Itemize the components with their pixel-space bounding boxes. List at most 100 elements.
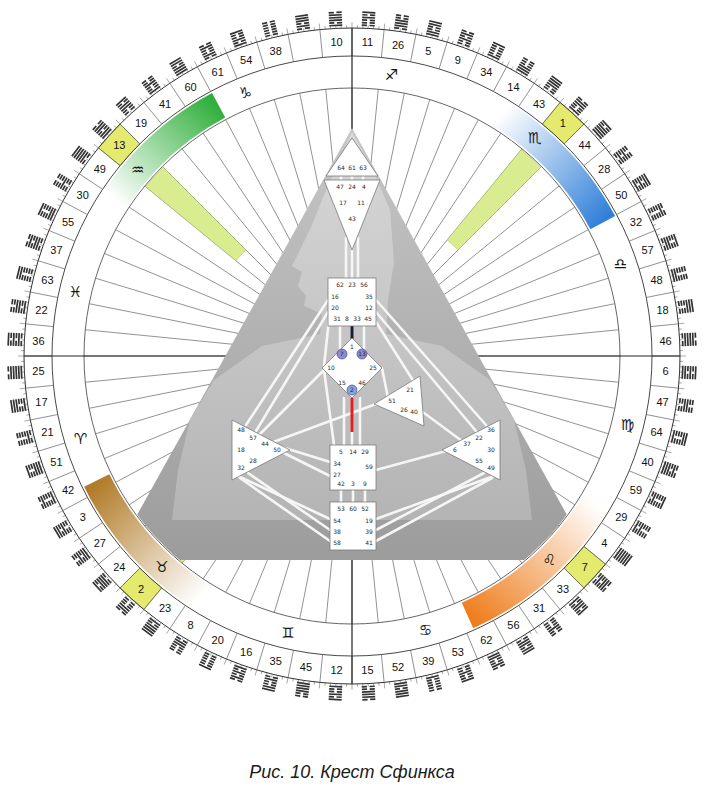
hexagram-line	[230, 29, 243, 35]
hexagram-line	[18, 267, 23, 280]
center-gate-number: 19	[365, 518, 373, 524]
center-gate-number: 40	[410, 409, 418, 415]
hexagram-line	[297, 28, 302, 30]
degree-tick	[674, 420, 680, 421]
channel-line	[364, 490, 367, 502]
hexagram-line	[231, 37, 236, 40]
hexagram-line	[15, 366, 17, 379]
channel-line	[339, 326, 342, 352]
center-gate-number: 56	[360, 282, 368, 288]
degree-tick	[655, 482, 661, 484]
hexagram-line	[231, 674, 244, 680]
hexagram-line	[435, 27, 440, 30]
hexagram-line	[211, 655, 216, 659]
bodygraph-silhouette	[112, 128, 592, 560]
center-shape	[326, 138, 378, 176]
gate-number: 24	[113, 561, 125, 572]
center-gate-number: 36	[487, 427, 495, 433]
hexagram-line	[362, 14, 367, 16]
hexagram-line	[362, 691, 375, 693]
center-gate-number: 25	[369, 365, 377, 371]
energy-centers	[232, 138, 500, 550]
hexagram-line	[543, 86, 548, 90]
hexagram-line	[428, 687, 433, 690]
cell-divider	[601, 174, 624, 190]
hexagram-line	[30, 472, 33, 477]
center-gate-number: 3	[351, 481, 355, 487]
hexagram-line	[459, 37, 472, 43]
cell-divider	[288, 34, 293, 61]
center-gate-number: 54	[333, 518, 341, 524]
degree-tick	[416, 28, 417, 34]
hexagram-line	[681, 333, 683, 338]
hexagram-line	[428, 684, 433, 687]
channel-line	[268, 404, 376, 444]
cell-divider	[30, 415, 57, 420]
hexagram-line	[435, 682, 440, 685]
channel-line	[351, 248, 354, 278]
hexagram-line	[523, 636, 528, 640]
hexagram-line	[64, 187, 68, 192]
degree-tick	[507, 61, 510, 66]
hexagram-line	[403, 18, 408, 20]
degree-tick	[641, 511, 646, 514]
hexagram-line	[468, 674, 473, 677]
cell-divider	[439, 42, 447, 69]
hexagram-line	[130, 601, 135, 606]
hexagram-line	[681, 267, 684, 272]
center-gate-number: 24	[348, 184, 356, 190]
center-gate-number: 26	[400, 407, 408, 413]
degree-tick	[224, 659, 226, 665]
zodiac-sign: ♉	[155, 560, 168, 575]
hexagram-line	[271, 25, 276, 28]
degree-tick	[94, 564, 99, 568]
center-gate-number: 33	[353, 316, 361, 322]
hexagram-symbol	[487, 652, 505, 671]
gate-number: 10	[330, 37, 342, 48]
hexagram-line	[467, 672, 472, 675]
hexagram-line	[13, 307, 15, 312]
degree-tick	[560, 98, 564, 103]
gate-number: 29	[615, 512, 627, 523]
center-gate-number: 59	[365, 464, 373, 470]
channel-line	[376, 473, 484, 530]
hexagram-line	[264, 677, 277, 682]
hexagram-line	[102, 573, 107, 578]
hexagram-line	[592, 579, 597, 584]
center-shape	[442, 420, 500, 480]
cell-divider	[651, 385, 679, 388]
degree-tick	[195, 61, 198, 66]
cell-divider	[617, 497, 642, 510]
center-gate-number: 29	[361, 449, 369, 455]
center-gate-number: 63	[359, 165, 367, 171]
hexagram-line	[234, 41, 247, 47]
center-gate-number: 23	[348, 282, 356, 288]
hexagram-symbol	[457, 29, 474, 47]
center-gate-number: 20	[331, 305, 339, 311]
hexagram-line	[673, 473, 676, 478]
hexagram-symbol	[394, 14, 409, 30]
hexagram-line	[183, 640, 188, 644]
gate-number: 33	[557, 583, 569, 594]
hexagram-line	[689, 400, 691, 405]
hexagram-symbol	[16, 430, 33, 446]
hexagram-line	[427, 679, 432, 682]
activation-dot	[357, 349, 367, 359]
cell-divider	[467, 633, 478, 659]
hexagram-symbol	[199, 42, 217, 61]
hexagram-line	[64, 520, 68, 525]
hexagram-line	[681, 432, 686, 445]
hexagram-line	[692, 400, 694, 405]
hexagram-line	[68, 180, 72, 185]
hexagram-line	[396, 14, 401, 16]
hexagram-line	[21, 301, 23, 306]
hexagram-line	[680, 301, 682, 306]
channel-line	[248, 473, 330, 530]
gate-number: 14	[507, 81, 519, 92]
ring-circle	[24, 28, 680, 684]
hexagram-line	[233, 667, 238, 670]
degree-tick	[94, 144, 99, 148]
center-gate-number: 2	[350, 387, 354, 393]
degree-tick	[20, 323, 26, 325]
degree-tick	[447, 670, 449, 676]
